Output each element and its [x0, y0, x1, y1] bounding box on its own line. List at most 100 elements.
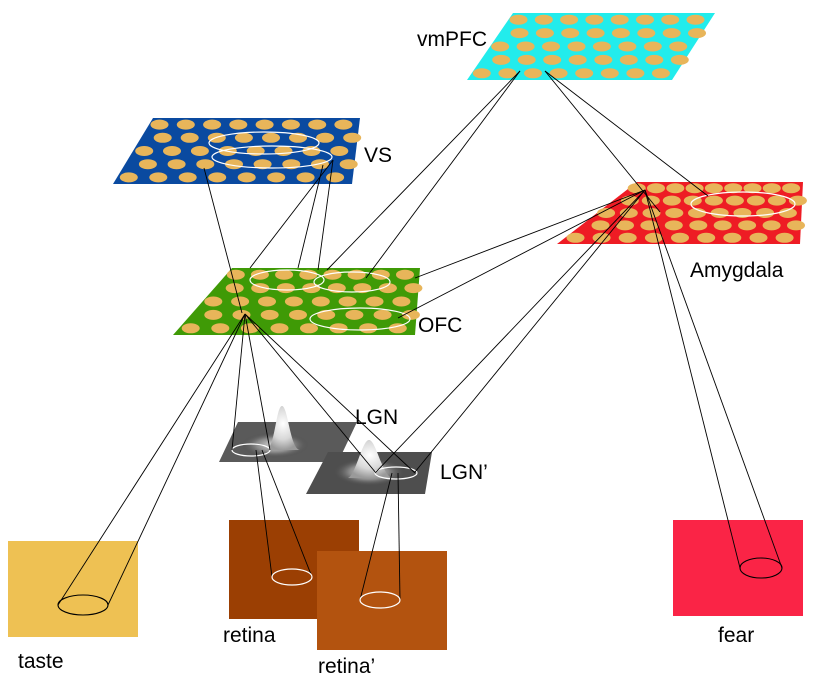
lgn-prime-receptive-field: [374, 466, 418, 480]
unit-dot: [204, 296, 223, 307]
lgn-label: LGN: [355, 406, 398, 429]
unit-dot: [378, 283, 397, 294]
retina-receptive-field: [271, 568, 313, 586]
unit-dot: [597, 208, 616, 218]
unit-dot: [138, 159, 157, 170]
unit-dot: [643, 41, 662, 52]
unit-dot: [208, 172, 227, 183]
connection-line: [231, 313, 246, 451]
vs-receptive-field: [208, 131, 320, 155]
unit-dot: [330, 146, 349, 156]
unit-dot: [262, 132, 280, 143]
unit-dot: [517, 54, 536, 65]
unit-dot: [353, 283, 372, 294]
unit-dot: [661, 14, 680, 25]
unit-dot: [697, 232, 716, 243]
unit-dot: [561, 28, 580, 39]
unit-dot: [289, 309, 307, 320]
unit-dot: [725, 195, 744, 206]
unit-dot: [181, 323, 200, 334]
unit-dot: [281, 119, 300, 130]
unit-dot: [670, 54, 689, 65]
connection-line: [107, 313, 246, 606]
unit-dot: [229, 119, 248, 130]
unit-dot: [135, 146, 154, 156]
connection-line: [57, 313, 246, 606]
unit-dot: [270, 323, 289, 334]
unit-dot: [688, 28, 706, 39]
unit-dot: [535, 28, 554, 39]
unit-dot: [267, 172, 286, 183]
unit-dot: [345, 309, 364, 320]
unit-dot: [276, 283, 295, 294]
lgn-layer: [219, 406, 357, 462]
unit-dot: [762, 183, 781, 194]
unit-dot: [510, 28, 529, 39]
unit-dot: [591, 220, 610, 231]
unit-dot: [710, 208, 729, 218]
unit-dot: [180, 132, 199, 143]
amygdala-layer: [557, 182, 807, 244]
unit-dot: [365, 296, 384, 307]
unit-dot: [782, 183, 801, 194]
unit-dot: [396, 269, 414, 280]
taste-square: [8, 541, 138, 637]
unit-dot: [666, 183, 685, 194]
unit-dot: [627, 183, 646, 194]
unit-dot: [669, 41, 688, 52]
unit-dot: [688, 208, 706, 218]
unit-dot: [203, 119, 222, 130]
connection-line: [414, 189, 646, 279]
unit-dot: [326, 172, 345, 183]
unit-dot: [645, 54, 664, 65]
connection-line: [644, 189, 783, 569]
unit-dot: [542, 41, 560, 52]
lgn-prime-label: LGN’: [440, 461, 488, 484]
unit-dot: [359, 323, 378, 334]
unit-dot: [472, 68, 491, 79]
unit-dot: [498, 68, 517, 79]
unit-dot: [686, 14, 705, 25]
unit-dot: [167, 159, 186, 170]
unit-dot: [644, 232, 663, 243]
unit-dot: [560, 14, 579, 25]
amygdala-label: Amygdala: [690, 259, 784, 282]
unit-dot: [260, 309, 279, 320]
unit-dot: [787, 220, 805, 231]
unit-dot: [509, 14, 528, 25]
unit-dot: [788, 195, 807, 206]
unit-dot: [401, 309, 420, 320]
unit-dot: [566, 232, 585, 243]
connection-line: [244, 313, 416, 474]
unit-dot: [234, 132, 253, 143]
taste-label: taste: [18, 650, 64, 673]
unit-dot: [664, 220, 683, 231]
unit-dot: [347, 269, 366, 280]
unit-dot: [119, 172, 138, 183]
unit-dot: [231, 296, 250, 307]
unit-dot: [524, 68, 542, 79]
unit-dot: [713, 220, 732, 231]
unit-dot: [767, 195, 786, 206]
unit-dot: [662, 28, 681, 39]
unit-dot: [616, 220, 634, 231]
unit-dot: [204, 309, 223, 320]
unit-dot: [543, 54, 562, 65]
retina-prime-square: [317, 551, 447, 650]
vs-layer: [113, 118, 362, 184]
connection-line: [375, 189, 646, 473]
unit-dot: [388, 323, 407, 334]
unit-dot: [619, 54, 638, 65]
unit-dot: [662, 195, 681, 206]
unit-dot: [492, 54, 511, 65]
lgn-prime-layer: [306, 440, 432, 494]
unit-dot: [618, 41, 637, 52]
unit-dot: [491, 41, 510, 52]
connection-line: [261, 449, 313, 578]
amygdala-units: [566, 183, 807, 243]
unit-dot: [568, 54, 587, 65]
unit-dot: [723, 232, 742, 243]
vs-label: VS: [364, 144, 392, 167]
unit-dot: [592, 41, 611, 52]
connection-line: [397, 189, 646, 319]
